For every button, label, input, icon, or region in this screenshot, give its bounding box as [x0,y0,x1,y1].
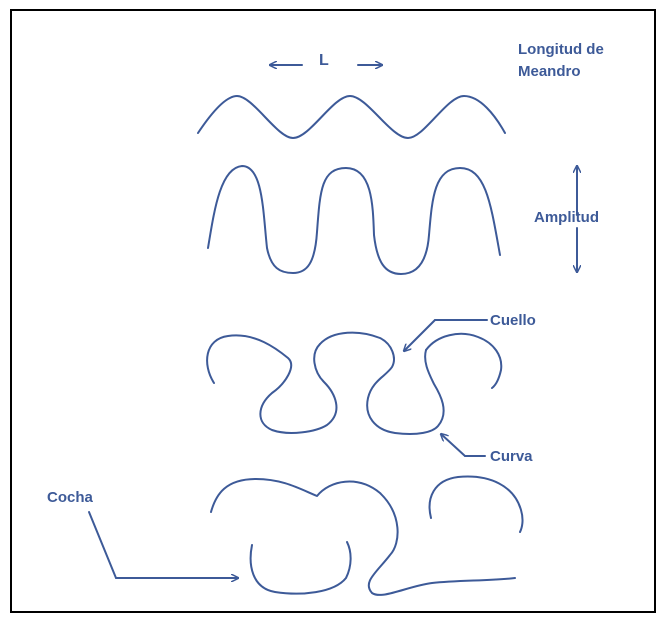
sinuous-channel [198,96,505,138]
diagram-frame [11,10,655,612]
oxbow-lake [251,542,351,594]
oxbow-arrow-diagonal [89,512,116,578]
amplitude-label: Amplitud [534,209,599,226]
necked-meander-left [207,335,336,433]
high-amplitude-channel [208,166,500,274]
bend-label: Curva [490,448,533,465]
wavelength-label: L [319,52,329,69]
necked-meander-middle [320,333,444,434]
abandoned-meander-arc [430,477,523,532]
bend-arrow-diagonal [441,434,465,456]
necked-meander-right [426,334,501,388]
channel-after-cutoff [211,479,515,595]
meander-length-label-line1: Longitud de [518,41,604,58]
oxbow-label: Cocha [47,489,94,506]
meander-length-label-line2: Meandro [518,63,581,80]
neck-label: Cuello [490,312,536,329]
